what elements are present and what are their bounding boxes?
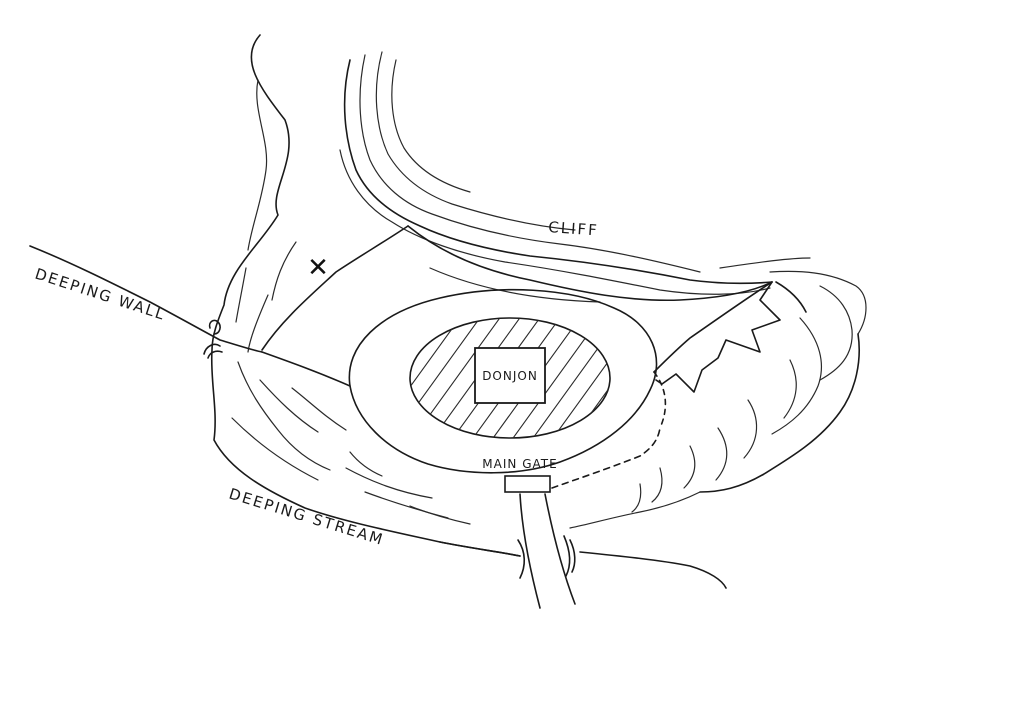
x-marker-glyph: ✕ (307, 253, 329, 283)
deeping-stream-label: DEEPING STREAM (227, 485, 387, 549)
fortress-outer-wall (348, 288, 667, 474)
main-gate-label: MAIN GATE (482, 457, 557, 471)
cliff-contours (339, 51, 811, 303)
right-ridge (569, 270, 867, 529)
donjon-label: DONJON (482, 369, 538, 383)
causeway-road (519, 493, 576, 609)
main-gate: MAIN GATE (482, 427, 661, 493)
deeping-wall (29, 225, 409, 387)
x-marker: ✕ (307, 253, 329, 283)
donjon: DONJON (474, 347, 546, 404)
valley-contours (210, 34, 521, 557)
deeping-stream (439, 535, 727, 589)
wall-culvert (203, 319, 223, 359)
cliff-label: CLIFF (548, 218, 600, 239)
deeping-wall-label: DEEPING WALL (33, 265, 168, 324)
